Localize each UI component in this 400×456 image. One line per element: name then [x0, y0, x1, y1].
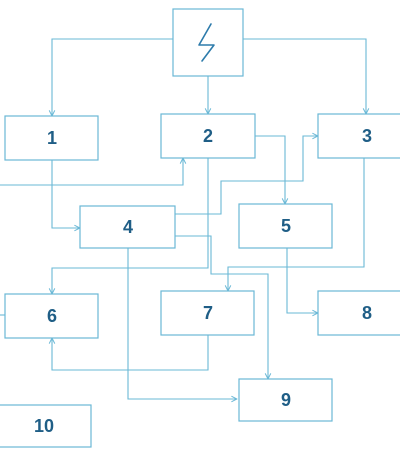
edge-2-to-6 [52, 158, 209, 294]
edge-4-to-9-left [127, 248, 237, 399]
node-8-label: 8 [362, 303, 372, 323]
node-4-label: 4 [123, 217, 133, 237]
edge-3-to-7 [228, 158, 365, 291]
node-5: 5 [238, 203, 333, 249]
edge-source-to-3 [243, 38, 366, 114]
node-7-label: 7 [203, 303, 213, 323]
node-10-label: 10 [34, 416, 54, 436]
node-9: 9 [238, 378, 333, 422]
edge-source-to-1 [52, 38, 173, 116]
node-1: 1 [4, 115, 99, 161]
node-6-label: 6 [47, 306, 57, 326]
edge-4-to-9-right [175, 235, 268, 379]
node-5-label: 5 [281, 216, 291, 236]
node-6: 6 [4, 293, 99, 339]
connector-lines [0, 38, 366, 399]
edge-7-to-6 [52, 335, 209, 371]
node-2: 2 [160, 113, 256, 159]
node-4: 4 [79, 205, 176, 249]
node-2-label: 2 [203, 126, 213, 146]
node-10: 10 [0, 404, 92, 448]
edge-offpage-to-2 [0, 158, 183, 186]
lightning-bolt-icon [198, 23, 215, 62]
node-8: 8 [317, 290, 400, 336]
node-7: 7 [160, 290, 255, 336]
edge-4-to-3 [175, 136, 318, 215]
node-1-label: 1 [47, 128, 57, 148]
edge-1-to-4 [51, 160, 80, 228]
node-3: 3 [317, 113, 400, 159]
node-3-label: 3 [362, 126, 372, 146]
power-source [172, 8, 244, 77]
node-9-label: 9 [281, 390, 291, 410]
edge-2-to-5 [255, 135, 285, 204]
edge-5-to-8 [286, 248, 318, 313]
